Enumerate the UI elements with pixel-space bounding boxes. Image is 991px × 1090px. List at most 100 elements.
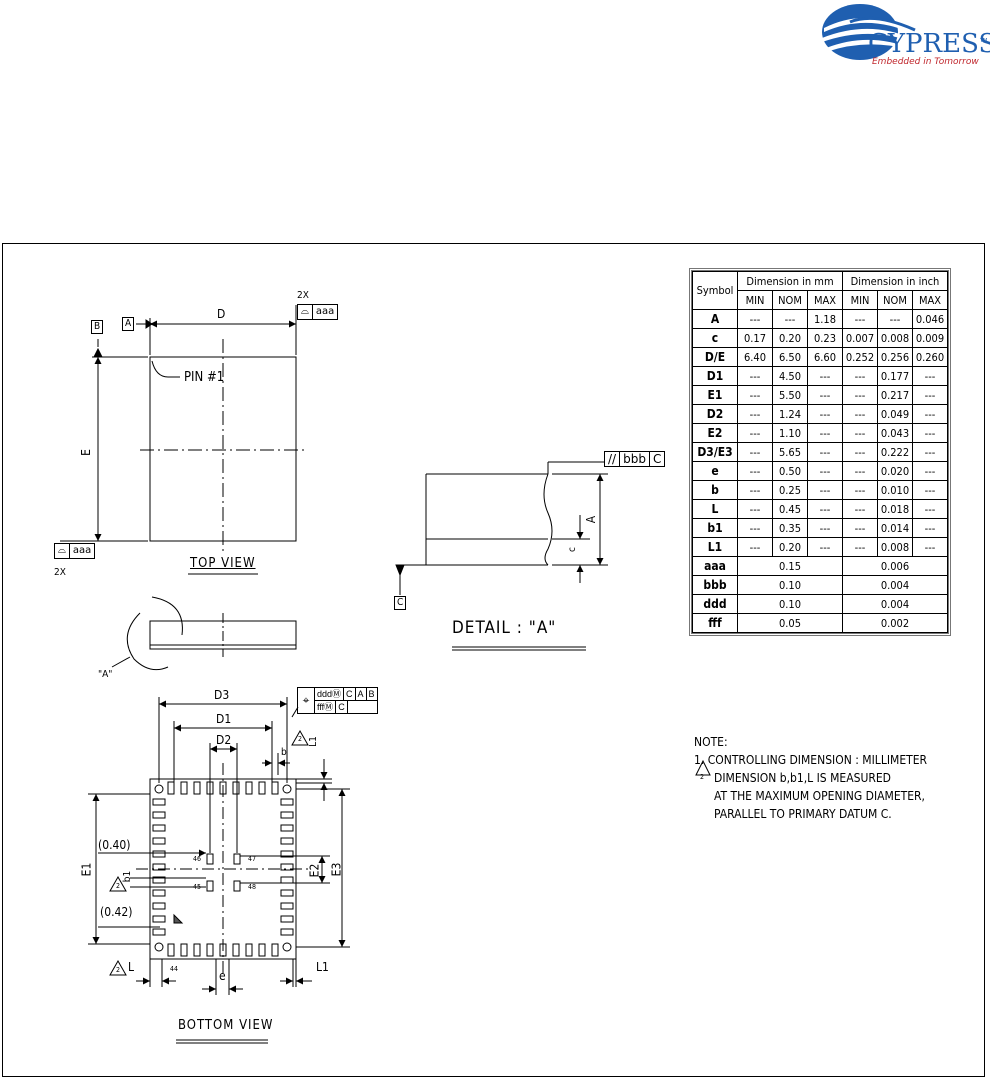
- notes: NOTE: 1. CONTROLLING DIMENSION : MILLIME…: [694, 733, 964, 823]
- pad: [280, 876, 294, 884]
- table-value-cell: ---: [912, 366, 948, 386]
- table-value-cell: 0.222: [877, 442, 913, 462]
- top-view: [60, 305, 306, 575]
- dim-e1-label: E1: [79, 862, 94, 877]
- table-tolerance-mm: 0.10: [737, 594, 843, 614]
- table-tolerance-mm: 0.15: [737, 556, 843, 576]
- table-value-cell: ---: [737, 404, 773, 424]
- table-value-cell: ---: [842, 537, 878, 557]
- ref-042-label: (0.42): [100, 905, 133, 919]
- table-tolerance-inch: 0.002: [842, 613, 948, 633]
- table-value-cell: 0.23: [807, 328, 843, 348]
- table-value-cell: ---: [807, 442, 843, 462]
- table-symbol-cell: D1: [692, 366, 738, 386]
- pad: [152, 902, 166, 910]
- pad: [271, 781, 279, 795]
- table-subheader: MAX: [807, 290, 843, 310]
- pad: [152, 798, 166, 806]
- table-tolerance-inch: 0.004: [842, 575, 948, 595]
- dim-d2-label: D2: [216, 733, 232, 747]
- table-value-cell: ---: [912, 385, 948, 405]
- table-value-cell: 0.008: [877, 328, 913, 348]
- corner-pad: [154, 942, 164, 952]
- pad: [280, 915, 294, 923]
- table-value-cell: 0.17: [737, 328, 773, 348]
- logo-tagline: Embedded in Tomorrow: [872, 57, 979, 67]
- table-value-cell: ---: [842, 309, 878, 329]
- position-fcf: ⌖ dddⓂ C A B fffⓂ C: [297, 687, 378, 714]
- table-value-cell: 0.008: [877, 537, 913, 557]
- table-value-cell: 0.217: [877, 385, 913, 405]
- pad: [180, 781, 188, 795]
- table-symbol-cell: L: [692, 499, 738, 519]
- pad: [232, 781, 240, 795]
- table-row: D1---4.50------0.177---: [692, 366, 948, 386]
- table-value-cell: ---: [912, 499, 948, 519]
- table-tolerance-sym: fff: [692, 613, 738, 633]
- pin1-label: PIN #1: [184, 370, 225, 385]
- table-header-inch: Dimension in inch: [842, 271, 948, 291]
- pad: [245, 943, 253, 957]
- cypress-logo: CYPRESS TM Embedded in Tomorrow: [822, 4, 990, 67]
- table-tolerance-mm: 0.10: [737, 575, 843, 595]
- bottom-view: [88, 697, 350, 1044]
- table-tolerance-sym: ddd: [692, 594, 738, 614]
- pad: [280, 889, 294, 897]
- pad: [180, 943, 188, 957]
- table-value-cell: ---: [807, 404, 843, 424]
- table-row: e---0.50------0.020---: [692, 461, 948, 481]
- flatness-icon: ⌓: [58, 545, 66, 556]
- detail-caption: DETAIL : "A": [452, 618, 557, 638]
- table-value-cell: 0.007: [842, 328, 878, 348]
- detail-a: [395, 461, 608, 651]
- dim-d3-label: D3: [214, 688, 230, 702]
- detail-circle-arc-2: [151, 596, 183, 636]
- flatness-top-tol: aaa: [311, 305, 337, 319]
- table-symbol-cell: b: [692, 480, 738, 500]
- pad-48-label: 48: [248, 883, 257, 891]
- table-value-cell: ---: [737, 442, 773, 462]
- pad: [280, 811, 294, 819]
- table-value-cell: 0.35: [772, 518, 808, 538]
- dim-e2-label: E2: [307, 863, 322, 878]
- pad: [280, 837, 294, 845]
- table-value-cell: 0.25: [772, 480, 808, 500]
- pad: [167, 943, 175, 957]
- position-icon: ⌖: [298, 688, 315, 713]
- dim-l1-bottom-label: L1: [316, 960, 329, 974]
- table-value-cell: 1.10: [772, 423, 808, 443]
- table-symbol-cell: D3/E3: [692, 442, 738, 462]
- table-value-cell: 0.018: [877, 499, 913, 519]
- dim-e-label: E: [78, 449, 93, 456]
- dim-b1-label: b1: [122, 870, 134, 883]
- pad: [280, 902, 294, 910]
- table-tolerance-sym: aaa: [692, 556, 738, 576]
- note2-flag-b-number: 2: [298, 735, 303, 743]
- datum-b-triangle: [93, 347, 103, 358]
- table-value-cell: ---: [807, 499, 843, 519]
- flatness-icon: ⌓: [301, 306, 309, 317]
- table-value-cell: ---: [737, 480, 773, 500]
- table-value-cell: 0.046: [912, 309, 948, 329]
- table-value-cell: ---: [807, 366, 843, 386]
- note-2-line-1: 2 DIMENSION b,b1,L IS MEASURED: [694, 769, 964, 787]
- flatness-top-fcf: ⌓ aaa: [297, 304, 339, 320]
- table-symbol-cell: c: [692, 328, 738, 348]
- table-value-cell: 0.020: [877, 461, 913, 481]
- drawing-frame: [2, 243, 985, 1077]
- table-value-cell: ---: [737, 423, 773, 443]
- pad: [152, 811, 166, 819]
- table-value-cell: ---: [807, 461, 843, 481]
- table-symbol-cell: e: [692, 461, 738, 481]
- table-value-cell: 0.049: [877, 404, 913, 424]
- dim-d-label: D: [217, 307, 226, 321]
- table-row: A------1.18------0.046: [692, 309, 948, 329]
- table-header-symbol: Symbol: [692, 271, 738, 310]
- table-value-cell: ---: [912, 404, 948, 424]
- table-row: L1---0.20------0.008---: [692, 537, 948, 557]
- pad: [280, 850, 294, 858]
- fcf-datum-c-2: C: [336, 701, 348, 713]
- note2-flag-b1-number: 2: [116, 882, 121, 890]
- pad: [167, 781, 175, 795]
- side-view: [111, 596, 297, 671]
